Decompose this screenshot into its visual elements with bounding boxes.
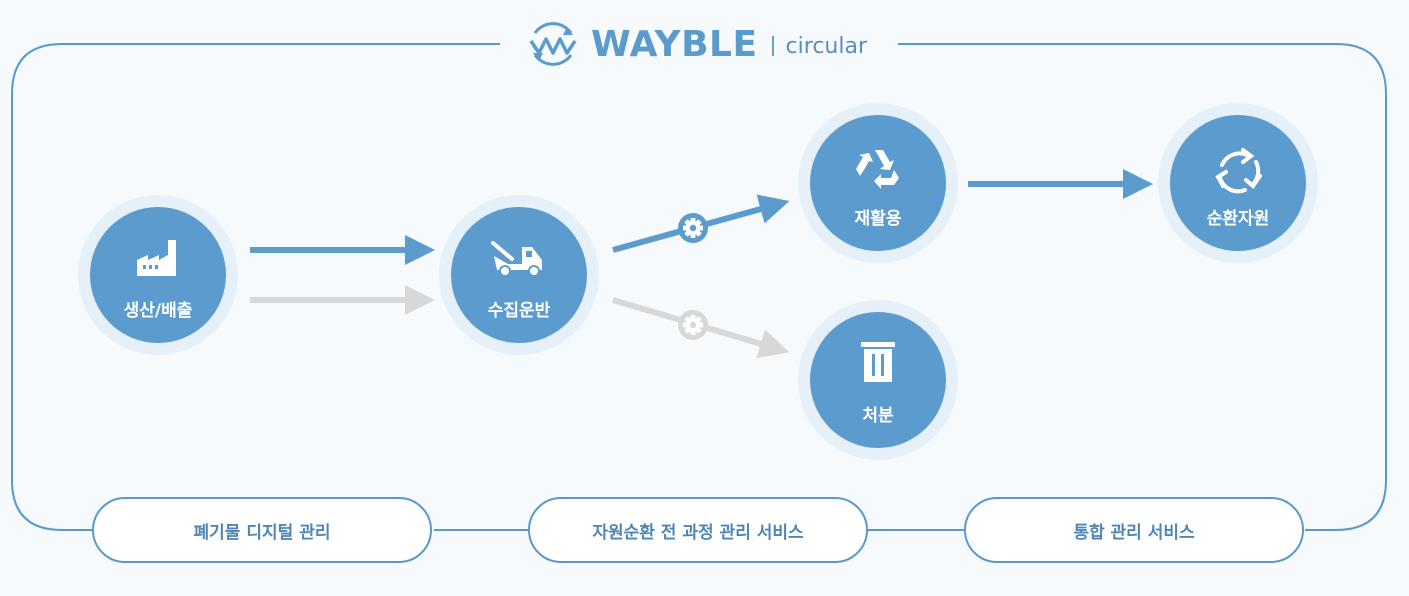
- truck-icon: [491, 241, 542, 277]
- factory-icon: [137, 240, 176, 276]
- trash-icon: [861, 342, 895, 382]
- node-production: [78, 195, 238, 355]
- node-label-recycling: 재활용: [854, 209, 902, 229]
- node-label-production: 생산/배출: [123, 301, 193, 321]
- service-pill-integrated-management: 통합 관리 서비스: [964, 497, 1304, 563]
- node-label-disposal: 처분: [862, 406, 894, 426]
- recycle-icon: [856, 150, 899, 189]
- node-collection: [439, 195, 599, 355]
- node-disposal: [798, 300, 958, 460]
- outer-frame: [11, 43, 1387, 531]
- wayble-logo-icon: [529, 22, 577, 66]
- brand-separator: [771, 36, 774, 56]
- node-label-collection: 수집운반: [487, 301, 551, 321]
- service-pill-lifecycle-management: 자원순환 전 과정 관리 서비스: [528, 497, 868, 563]
- brand-subtitle: circular: [785, 33, 867, 59]
- gear-icon-inactive: [678, 310, 708, 340]
- gear-icon: [678, 213, 708, 243]
- node-circular: [1158, 103, 1318, 263]
- brand-name: WAYBLE: [591, 23, 758, 65]
- node-recycling: [798, 103, 958, 263]
- refresh-icon: [1215, 148, 1262, 194]
- service-pill-digital-management: 폐기물 디지털 관리: [92, 497, 432, 563]
- node-label-circular: 순환자원: [1206, 209, 1270, 229]
- brand-header: WAYBLE circular: [505, 14, 885, 74]
